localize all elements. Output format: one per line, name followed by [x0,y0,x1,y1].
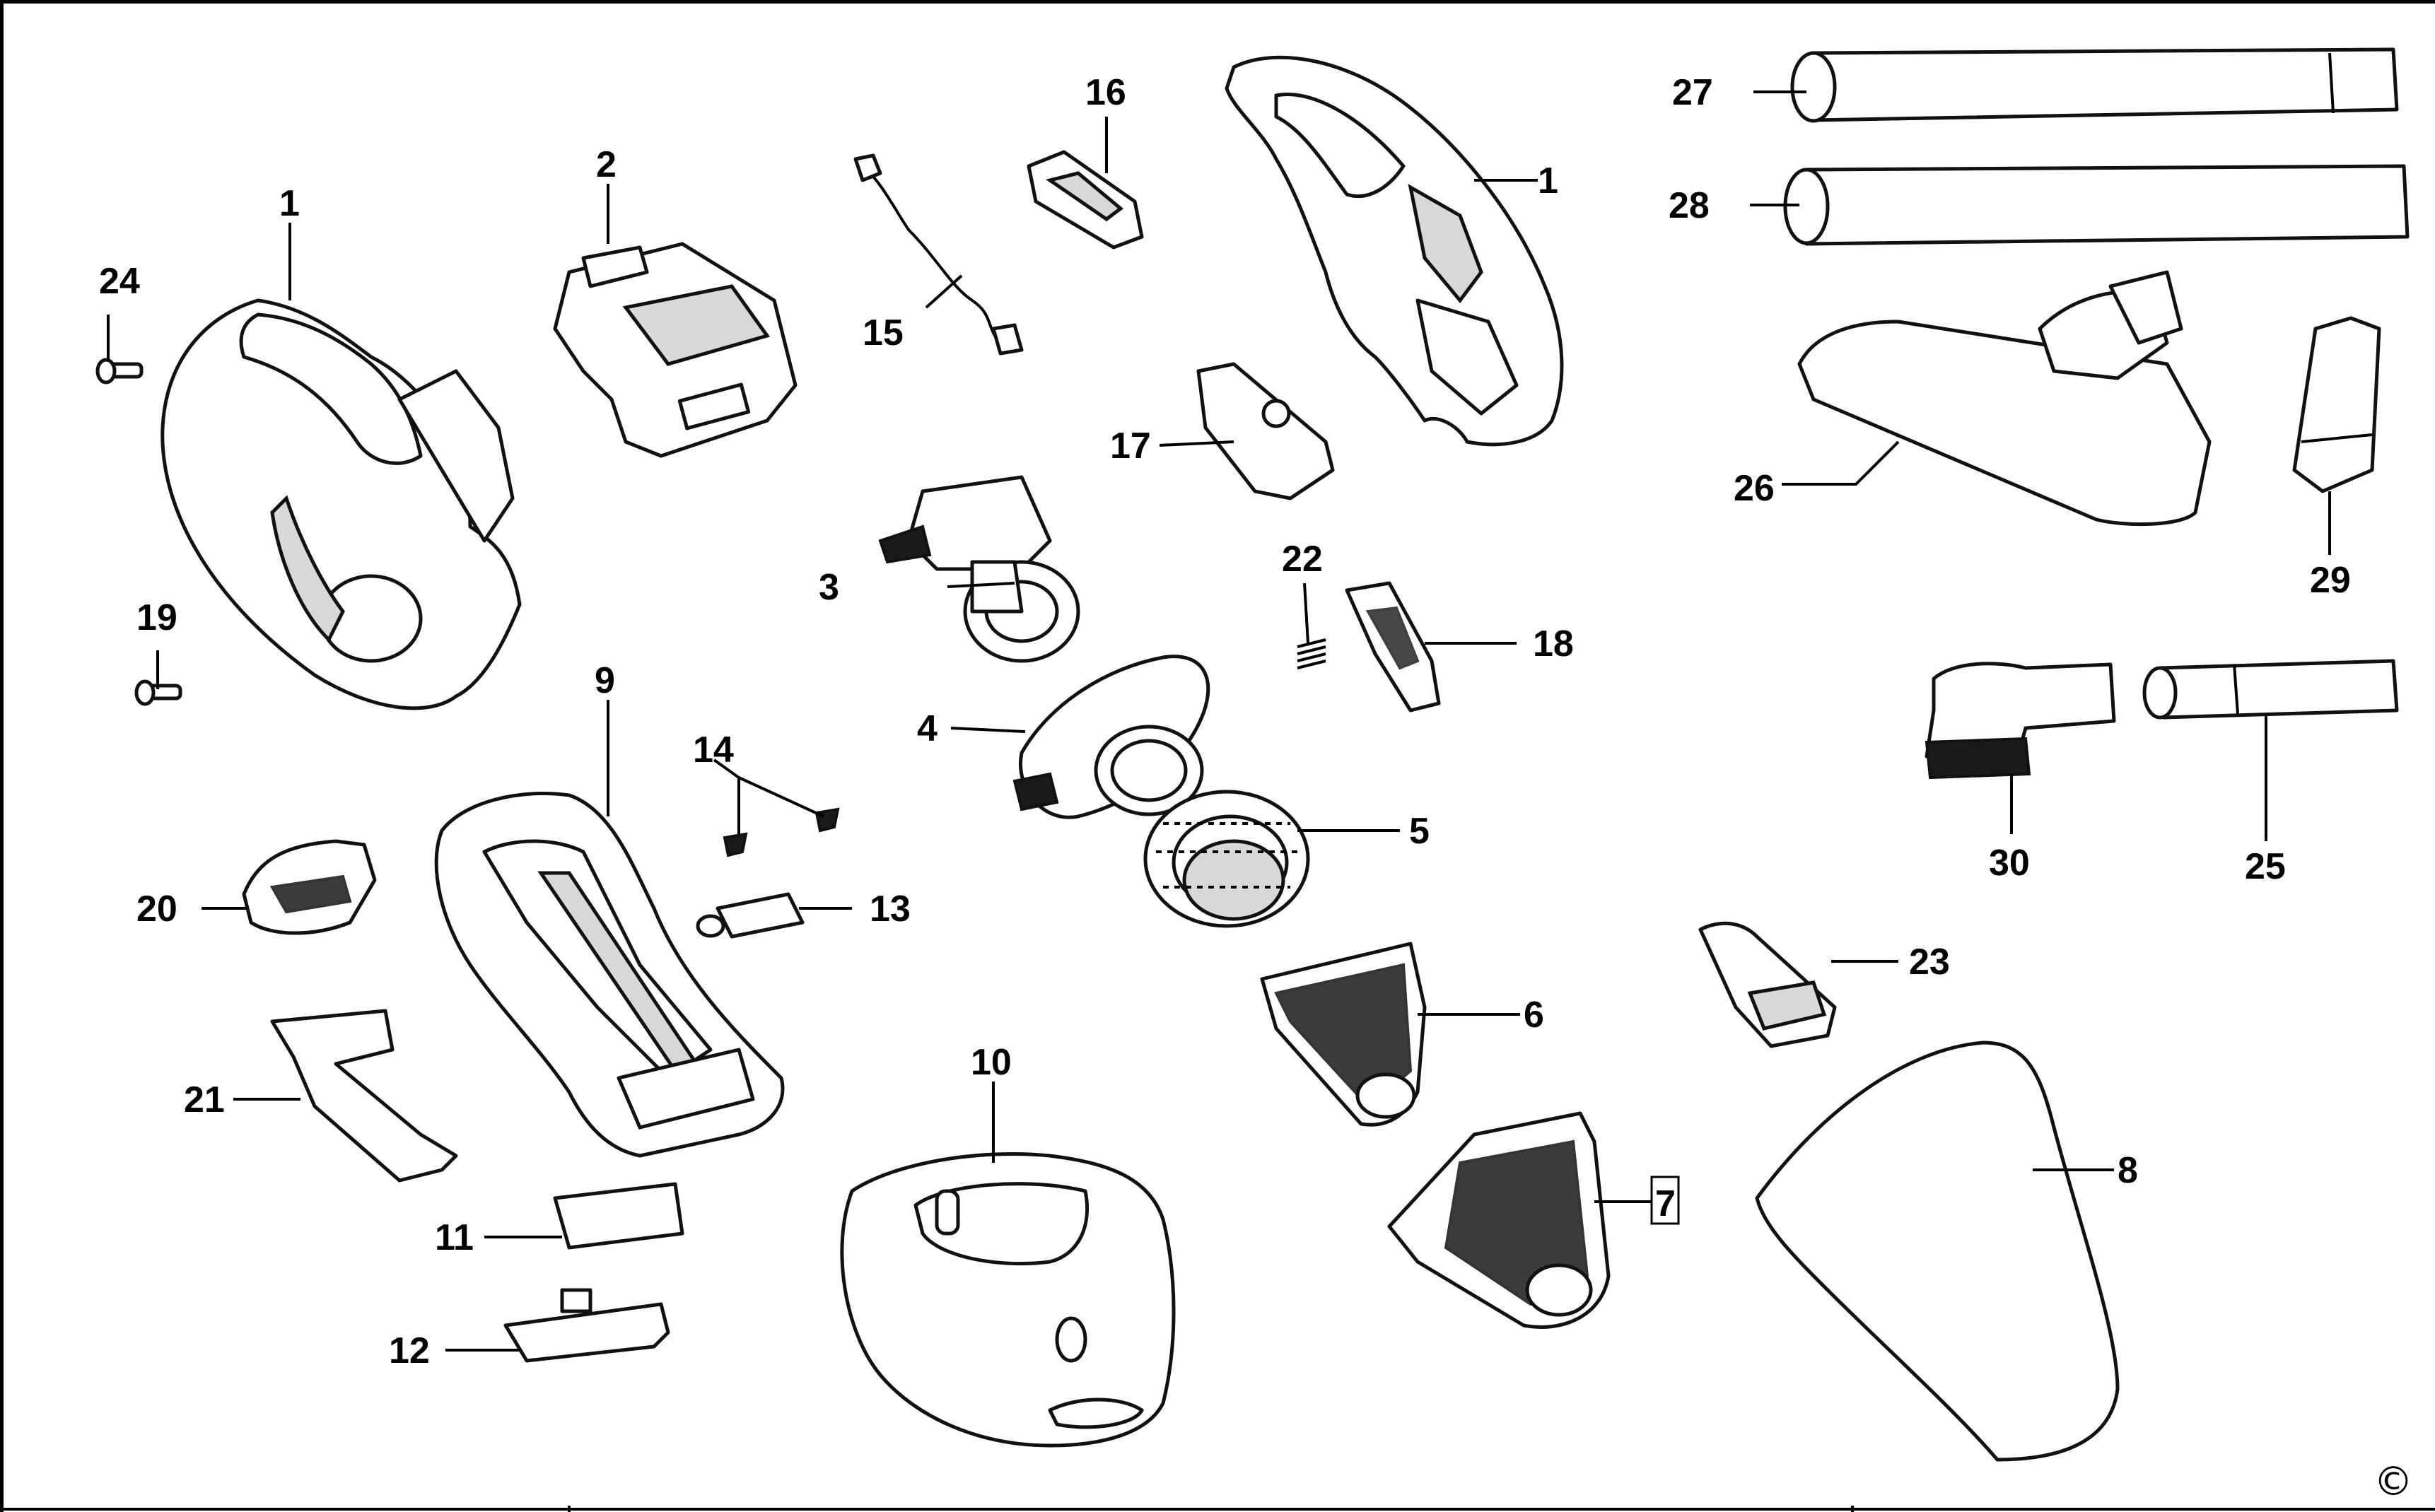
part-16-switch [1027,150,1144,250]
part-26-floor-tool [1797,270,2212,527]
part-14-clips [723,807,840,857]
callout-17: 17 [1110,426,1151,467]
callout-7: 7 [1655,1183,1676,1224]
callout-23: 23 [1909,942,1950,983]
callout-1-left: 1 [279,183,300,224]
part-25-small-tube [2142,659,2399,720]
part-1-left-housing [160,298,522,710]
part-9-bottom-housing [434,792,785,1158]
part-10-front-cover [840,1151,1176,1448]
part-5-filter-ring [1143,790,1310,928]
callout-11: 11 [435,1217,474,1258]
callout-28: 28 [1669,185,1710,226]
callout-27: 27 [1672,72,1713,113]
callout-29: 29 [2310,560,2351,601]
callout-6: 6 [1524,995,1544,1036]
part-12-clip-plate [503,1288,670,1363]
callout-21: 21 [184,1079,225,1120]
callout-2: 2 [596,144,617,185]
callout-14: 14 [693,729,734,770]
part-20-nozzle-clip [242,839,377,935]
parts-drawing: 1 1 2 3 4 5 6 7 8 9 10 11 12 13 14 15 16… [4,47,2435,1512]
part-6-pleated-filter [1260,942,1427,1127]
part-7-filter-cone [1387,1111,1611,1329]
callout-26: 26 [1734,468,1775,509]
callout-8: 8 [2118,1150,2138,1191]
part-19-screw [134,679,182,706]
callout-25: 25 [2245,846,2286,887]
callout-10: 10 [971,1042,1012,1083]
callout-24: 24 [99,261,140,302]
part-13-connector [696,892,805,939]
callout-7-box [1650,1176,1680,1225]
callout-1-right: 1 [1538,160,1558,201]
part-4-fan-housing [1012,655,1210,819]
part-21-crevice-nozzle [270,1009,458,1183]
callout-12: 12 [389,1330,430,1371]
part-23-tip [1698,921,1837,1048]
part-28-extension-tube [1783,164,2410,246]
callout-4: 4 [917,708,938,749]
part-8-dust-bowl [1755,1041,2120,1462]
part-27-extension-tube [1790,47,2399,123]
callout-16: 16 [1085,72,1126,113]
part-22-spring [1297,638,1326,669]
callout-20: 20 [136,889,177,930]
callout-15: 15 [863,312,904,353]
part-11-pad [553,1182,684,1250]
part-18-latch [1345,581,1441,713]
copyright-mark: © [2373,1459,2413,1505]
part-24-screw [95,358,144,385]
callout-19: 19 [136,597,177,638]
part-1-right-housing [1225,55,1564,447]
leader-lines [107,90,2331,1352]
callout-22: 22 [1282,539,1323,580]
part-15-wire-harness [853,153,1024,356]
part-17-actuator [1196,362,1335,500]
part-3-motor [878,475,1080,663]
callout-5: 5 [1409,811,1430,852]
callout-9: 9 [595,660,615,701]
callout-3: 3 [819,567,839,608]
callout-30: 30 [1989,843,2030,884]
part-29-adapter [2292,316,2381,493]
callout-labels: 1 1 2 3 4 5 6 7 8 9 10 11 12 13 14 15 16… [99,72,2351,1371]
part-2-battery-pack [553,242,798,458]
callout-18: 18 [1533,623,1574,664]
part-30-dusting-brush [1925,662,2116,780]
callout-13: 13 [870,889,911,930]
